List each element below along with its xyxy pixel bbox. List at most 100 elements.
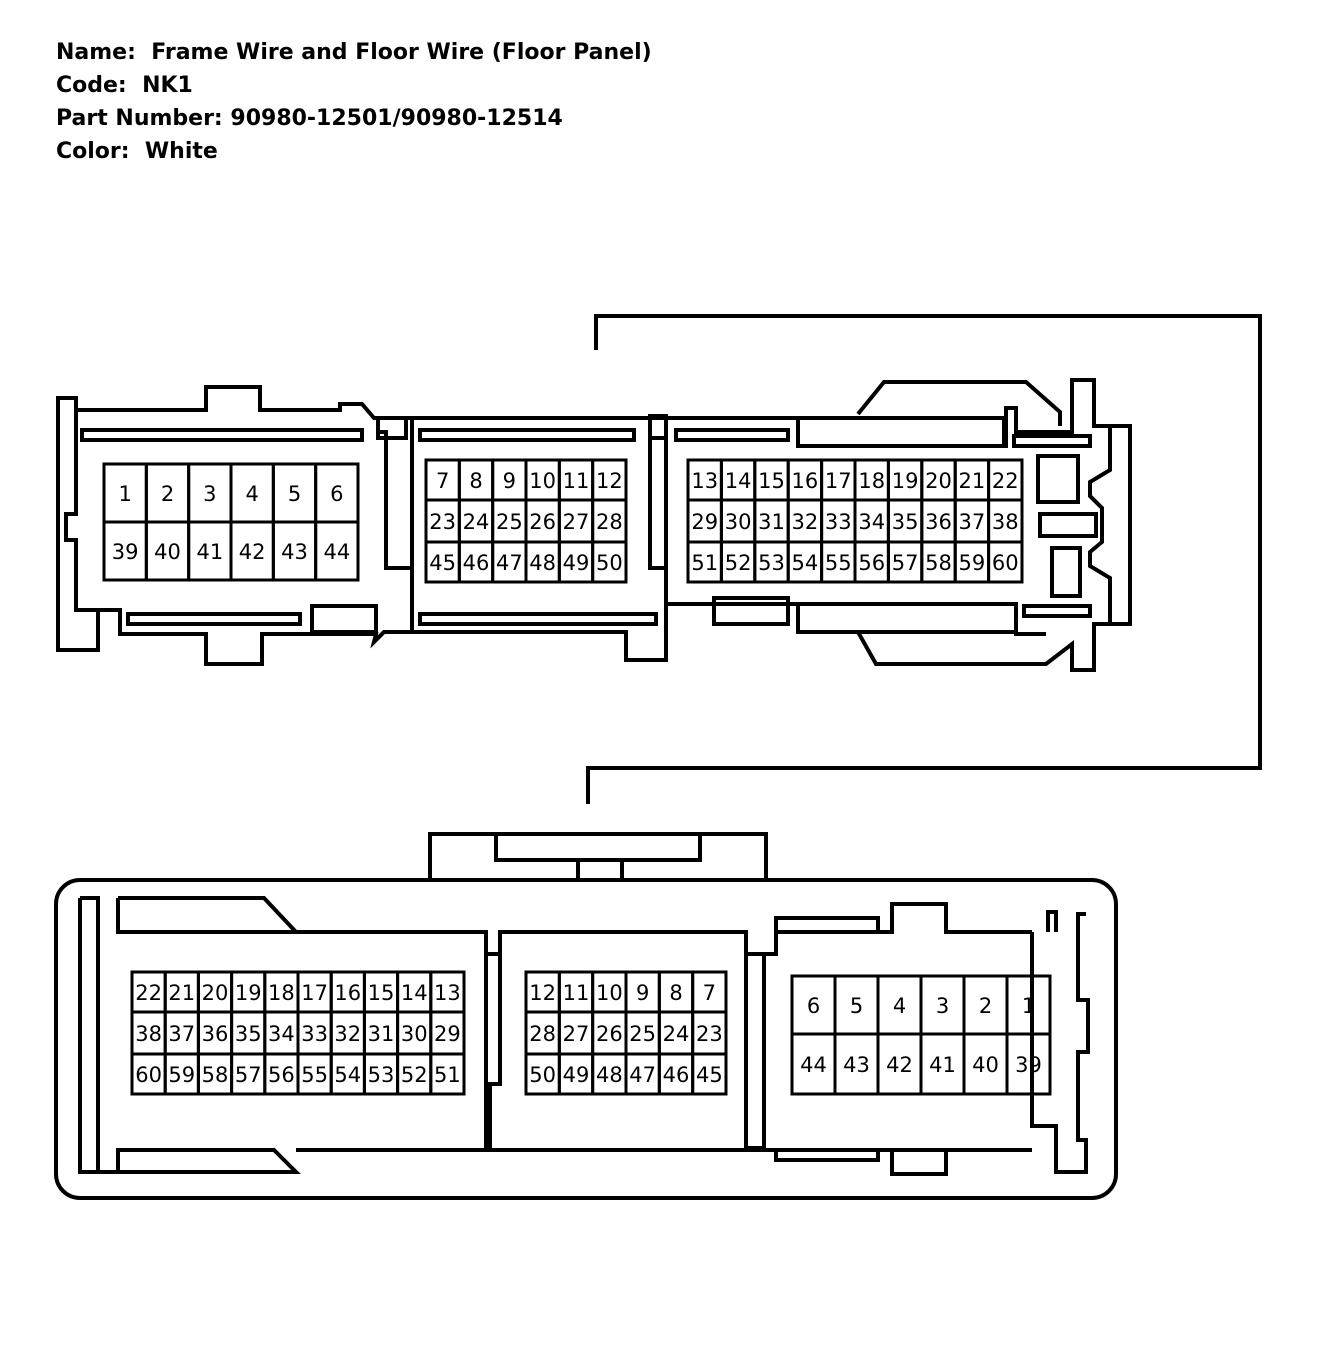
pin-number: 32	[792, 510, 819, 534]
pin-number: 48	[529, 551, 556, 575]
pin-number: 25	[629, 1022, 656, 1046]
pin-number: 53	[758, 551, 785, 575]
pin-number: 19	[235, 981, 262, 1005]
pin-number: 31	[368, 1022, 395, 1046]
pin-number: 9	[636, 981, 649, 1005]
pin-number: 33	[825, 510, 852, 534]
pin-number: 58	[925, 551, 952, 575]
pin-number: 21	[959, 469, 986, 493]
pin-number: 52	[725, 551, 752, 575]
pin-number: 42	[886, 1053, 913, 1077]
pin-number: 55	[301, 1063, 328, 1087]
pin-number: 1	[118, 482, 131, 506]
pin-number: 30	[725, 510, 752, 534]
pin-number: 35	[235, 1022, 262, 1046]
pin-number: 54	[334, 1063, 361, 1087]
pin-number: 57	[892, 551, 919, 575]
pin-number: 51	[691, 551, 718, 575]
pin-number: 29	[691, 510, 718, 534]
pin-number: 11	[563, 981, 590, 1005]
pin-number: 44	[323, 540, 350, 564]
bottom-connector-housing	[54, 832, 1118, 1200]
color-value: White	[144, 139, 218, 164]
pin-number: 24	[663, 1022, 690, 1046]
view-connector-line	[586, 314, 1262, 804]
pin-number: 36	[925, 510, 952, 534]
pin-number: 53	[368, 1063, 395, 1087]
pin-number: 49	[563, 1063, 590, 1087]
pin-number: 7	[703, 981, 716, 1005]
pin-number: 47	[629, 1063, 656, 1087]
pin-number: 6	[807, 994, 820, 1018]
pin-number: 24	[463, 510, 490, 534]
pin-number: 1	[1022, 994, 1035, 1018]
pin-number: 38	[135, 1022, 162, 1046]
pin-number: 43	[281, 540, 308, 564]
pin-number: 40	[972, 1053, 999, 1077]
pin-number: 28	[529, 1022, 556, 1046]
pin-number: 60	[135, 1063, 162, 1087]
name-value: Frame Wire and Floor Wire (Floor Panel)	[151, 40, 652, 65]
pin-number: 46	[463, 551, 490, 575]
pin-number: 22	[135, 981, 162, 1005]
pin-number: 39	[1015, 1053, 1042, 1077]
pin-number: 14	[725, 469, 752, 493]
pin-number: 54	[792, 551, 819, 575]
pin-number: 30	[401, 1022, 428, 1046]
top-connector-housing	[56, 378, 1132, 672]
pin-number: 16	[792, 469, 819, 493]
pin-number: 34	[268, 1022, 295, 1046]
pin-number: 10	[596, 981, 623, 1005]
pin-number: 56	[268, 1063, 295, 1087]
pin-number: 13	[691, 469, 718, 493]
pin-number: 33	[301, 1022, 328, 1046]
code-value: NK1	[142, 73, 193, 98]
pin-number: 23	[696, 1022, 723, 1046]
code-line: Code: NK1	[56, 69, 652, 102]
pin-number: 35	[892, 510, 919, 534]
pin-number: 2	[161, 482, 174, 506]
pin-number: 57	[235, 1063, 262, 1087]
pin-number: 8	[469, 469, 482, 493]
pin-cell	[429, 1052, 466, 1096]
name-label: Name:	[56, 40, 136, 65]
pin-number: 16	[334, 981, 361, 1005]
pin-number: 45	[696, 1063, 723, 1087]
pin-number: 59	[959, 551, 986, 575]
pin-cell	[314, 520, 360, 582]
pin-number: 34	[858, 510, 885, 534]
pin-number: 36	[202, 1022, 229, 1046]
pin-cell	[987, 540, 1024, 584]
pin-number: 52	[401, 1063, 428, 1087]
pin-number: 5	[288, 482, 301, 506]
pin-number: 60	[992, 551, 1019, 575]
pin-number: 21	[168, 981, 195, 1005]
pin-number: 28	[596, 510, 623, 534]
pin-number: 19	[892, 469, 919, 493]
pin-number: 41	[196, 540, 223, 564]
pin-number: 48	[596, 1063, 623, 1087]
pin-number: 41	[929, 1053, 956, 1077]
pin-number: 11	[563, 469, 590, 493]
pin-number: 46	[663, 1063, 690, 1087]
color-line: Color: White	[56, 135, 652, 168]
pin-number: 22	[992, 469, 1019, 493]
pin-number: 42	[239, 540, 266, 564]
pin-number: 25	[496, 510, 523, 534]
pin-number: 20	[925, 469, 952, 493]
pin-number: 17	[825, 469, 852, 493]
pin-number: 58	[202, 1063, 229, 1087]
pin-number: 37	[959, 510, 986, 534]
pin-number: 5	[850, 994, 863, 1018]
pin-number: 10	[529, 469, 556, 493]
pin-number: 2	[979, 994, 992, 1018]
pin-number: 26	[596, 1022, 623, 1046]
pin-number: 12	[596, 469, 623, 493]
pin-number: 15	[368, 981, 395, 1005]
pin-cell	[1005, 1032, 1052, 1096]
pin-number: 32	[334, 1022, 361, 1046]
